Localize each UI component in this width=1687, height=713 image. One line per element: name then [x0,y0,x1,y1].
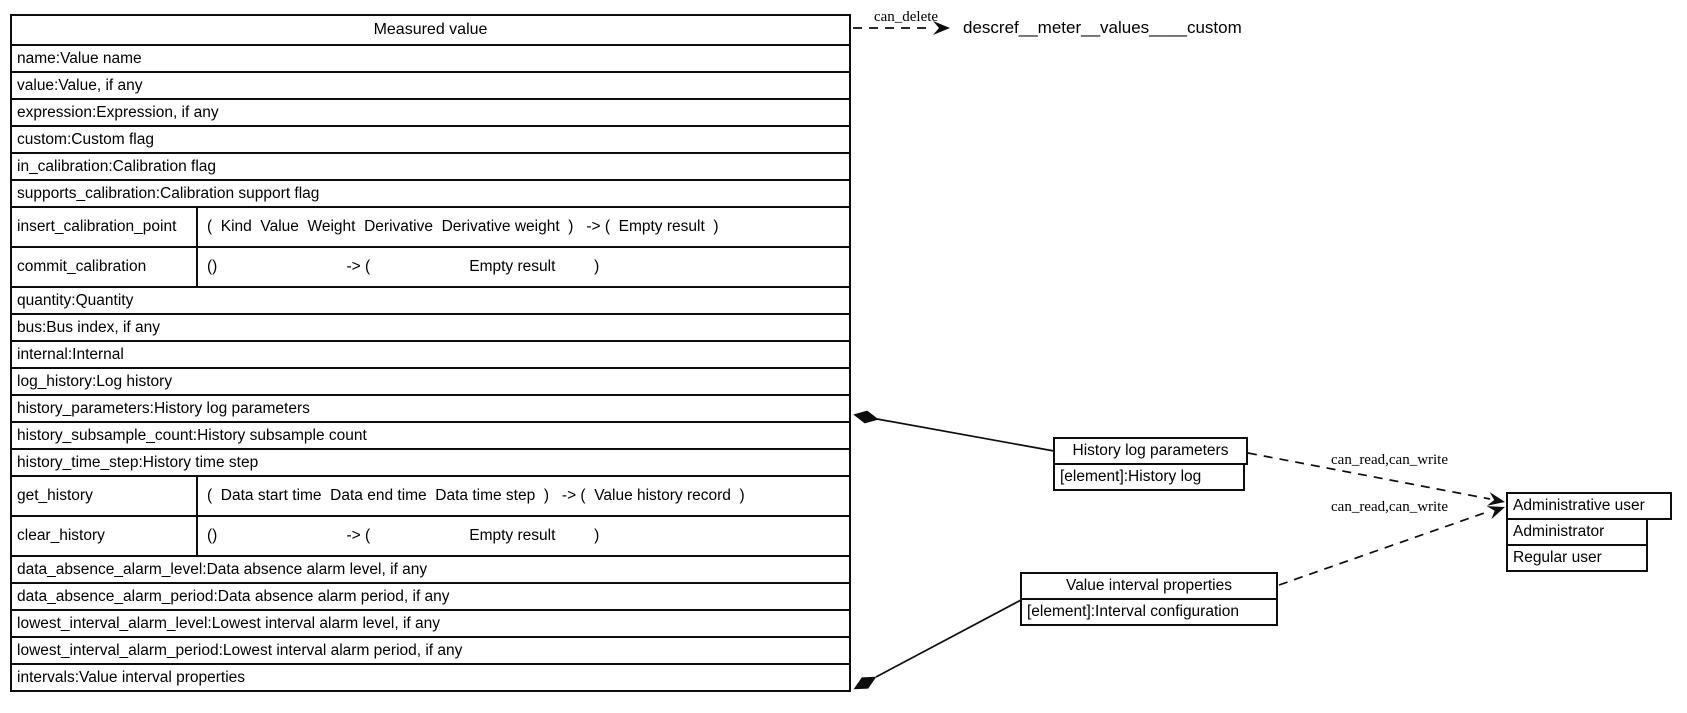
measured-value-class-table: Measured value name:Value name value:Val… [10,14,851,692]
method-row-commit-calibration: commit_calibration () -> ( Empty result … [12,246,849,286]
aggregation-diamond-icon [853,676,877,690]
attr-row-bus: bus:Bus index, if any [12,313,849,340]
attr-row-intervals: intervals:Value interval properties [12,663,849,690]
value-interval-properties-box-title: Value interval properties [1020,572,1278,600]
method-name: insert_calibration_point [12,208,198,246]
method-row-clear-history: clear_history () -> ( Empty result ) [12,515,849,555]
attr-row-history-subsample-count: history_subsample_count:History subsampl… [12,421,849,448]
method-name: get_history [12,477,198,515]
arrowhead-vee-icon [1486,506,1505,520]
history-log-parameters-box-title: History log parameters [1053,437,1248,465]
attr-row-internal: internal:Internal [12,340,849,367]
attr-row-name: name:Value name [12,44,849,71]
attr-row-history-parameters: history_parameters:History log parameter… [12,394,849,421]
administrative-user-box-title: Administrative user [1506,492,1672,520]
class-title: Measured value [373,21,488,38]
attr-row-value: value:Value, if any [12,71,849,98]
value-interval-properties-box-row: [element]:Interval configuration [1020,598,1278,626]
attr-row-lowest-interval-alarm-level: lowest_interval_alarm_level:Lowest inter… [12,609,849,636]
intervals-edge [875,599,1022,678]
attr-row-lowest-interval-alarm-period: lowest_interval_alarm_period:Lowest inte… [12,636,849,663]
attr-row-expression: expression:Expression, if any [12,98,849,125]
method-signature: ( Kind Value Weight Derivative Derivativ… [207,218,719,235]
administrative-user-box-row-regular-user: Regular user [1506,544,1648,572]
attr-row-data-absence-alarm-level: data_absence_alarm_level:Data absence al… [12,555,849,582]
method-name: commit_calibration [12,248,198,286]
method-row-insert-calibration-point: insert_calibration_point ( Kind Value We… [12,206,849,246]
attr-row-history-time-step: history_time_step:History time step [12,448,849,475]
history-log-parameters-box-row: [element]:History log [1053,463,1245,491]
attr-row-custom: custom:Custom flag [12,125,849,152]
attr-row-quantity: quantity:Quantity [12,286,849,313]
attr-row-log-history: log_history:Log history [12,367,849,394]
descref-node-label: descref__meter__values____custom [963,18,1242,37]
edge-label-can-read-write-1: can_read,can_write [1331,452,1449,468]
edge-label-can-read-write-2: can_read,can_write [1331,499,1449,515]
attr-row-supports-calibration: supports_calibration:Calibration support… [12,179,849,206]
can-read-write-edge-2 [1278,510,1491,586]
attr-row-data-absence-alarm-period: data_absence_alarm_period:Data absence a… [12,582,849,609]
method-name: clear_history [12,517,198,555]
edge-label-can-delete: can_delete [873,9,939,25]
history-parameters-edge [876,418,1055,452]
attr-row-in-calibration: in_calibration:Calibration flag [12,152,849,179]
aggregation-diamond-icon [853,410,879,424]
method-signature: () -> ( Empty result ) [207,527,600,544]
method-signature: () -> ( Empty result ) [207,258,600,275]
method-signature: ( Data start time Data end time Data tim… [207,487,745,504]
method-row-get-history: get_history ( Data start time Data end t… [12,475,849,515]
arrowhead-vee-icon [1486,491,1505,506]
administrative-user-box-row-administrator: Administrator [1506,518,1648,546]
